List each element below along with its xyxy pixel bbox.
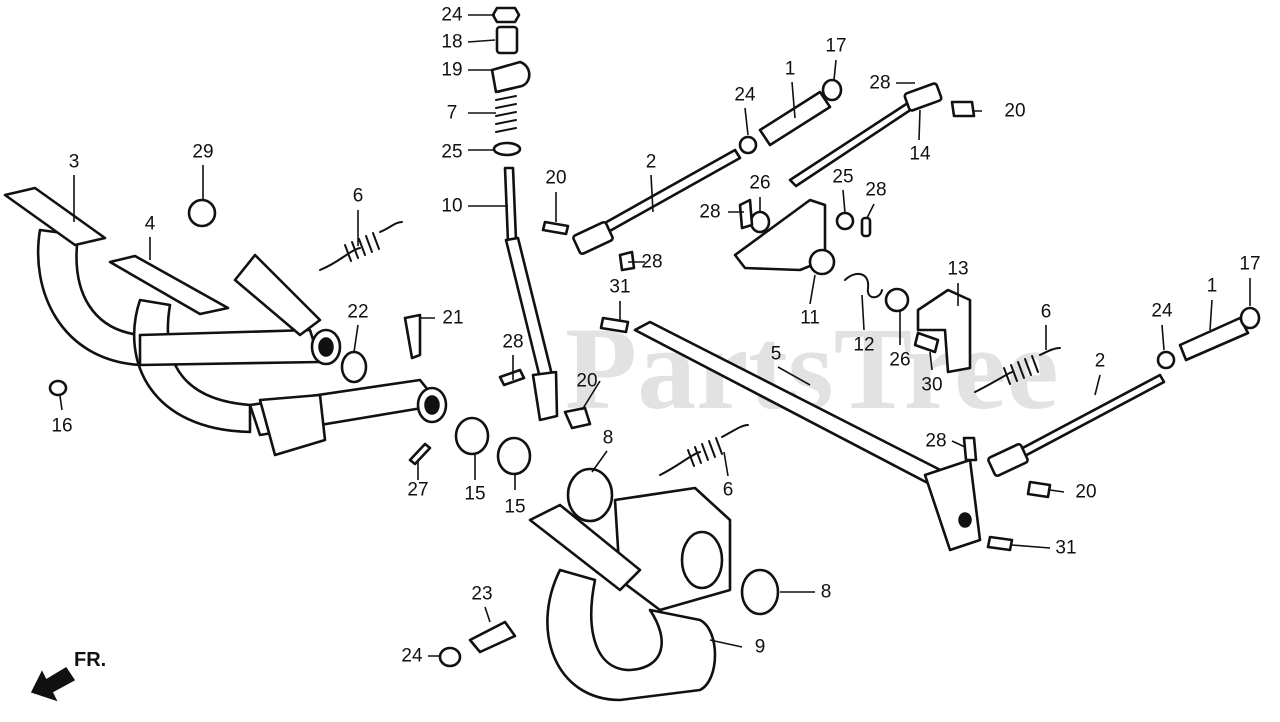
main-shaft	[633, 320, 982, 552]
callout-labels: 24 18 19 7 25 10 3 29 4 6 22 21 16 28 27…	[51, 5, 1260, 667]
callout-16: 16	[51, 416, 72, 437]
upper-rods	[572, 78, 1261, 477]
callout-28: 28	[502, 332, 523, 353]
callout-15: 15	[464, 484, 485, 505]
clutch-pedal-pad	[108, 254, 230, 316]
callout-20: 20	[545, 168, 566, 189]
springs	[319, 221, 1061, 476]
callout-9: 9	[755, 637, 766, 658]
callout-24: 24	[734, 85, 756, 106]
callout-2: 2	[646, 152, 657, 173]
front-arrow-icon	[30, 666, 76, 702]
callout-13: 13	[947, 259, 968, 280]
front-direction-indicator: FR.	[30, 649, 106, 702]
callout-25: 25	[441, 142, 462, 163]
callout-30: 30	[921, 375, 942, 396]
callout-21: 21	[442, 308, 463, 329]
callout-1: 1	[785, 59, 796, 80]
callout-23: 23	[471, 584, 492, 605]
callout-27: 27	[407, 480, 428, 501]
callout-26: 26	[749, 173, 770, 194]
callout-31: 31	[609, 277, 630, 298]
callout-8: 8	[603, 428, 614, 449]
callout-18: 18	[441, 32, 462, 53]
callout-24: 24	[1151, 301, 1173, 322]
brake-pedal-pad	[3, 186, 107, 247]
callout-3: 3	[69, 152, 80, 173]
callout-20: 20	[1075, 482, 1096, 503]
callout-26: 26	[889, 350, 910, 371]
callout-11: 11	[800, 308, 820, 329]
callout-17: 17	[1239, 254, 1260, 275]
callout-24: 24	[401, 646, 423, 667]
callout-20: 20	[1004, 101, 1025, 122]
callout-2: 2	[1095, 351, 1106, 372]
callout-28: 28	[869, 73, 890, 94]
callout-25: 25	[832, 167, 853, 188]
front-label: FR.	[74, 649, 106, 671]
callout-12: 12	[853, 335, 874, 356]
callout-8: 8	[821, 582, 832, 603]
leader-lines	[59, 14, 1251, 657]
callout-14: 14	[909, 144, 931, 165]
callout-28: 28	[641, 252, 662, 273]
callout-17: 17	[825, 36, 846, 57]
callout-29: 29	[192, 142, 213, 163]
small-parts	[48, 198, 1052, 668]
callout-10: 10	[441, 196, 462, 217]
callout-28: 28	[925, 431, 946, 452]
callout-5: 5	[771, 344, 782, 365]
callout-20: 20	[576, 371, 597, 392]
callout-6: 6	[723, 480, 734, 501]
callout-22: 22	[347, 302, 368, 323]
callout-31: 31	[1055, 538, 1076, 559]
callout-19: 19	[441, 60, 462, 81]
control-rod-stack	[490, 6, 592, 430]
callout-6: 6	[1041, 302, 1052, 323]
callout-15: 15	[504, 497, 525, 518]
callout-1: 1	[1207, 276, 1218, 297]
pedal-housing	[528, 467, 780, 702]
callout-28: 28	[865, 180, 886, 201]
callout-7: 7	[447, 103, 458, 124]
callout-24: 24	[441, 5, 463, 26]
callout-4: 4	[145, 214, 156, 235]
callout-28: 28	[699, 202, 720, 223]
pedal-assembly	[3, 186, 448, 457]
lever-and-bracket	[733, 198, 972, 374]
callout-6: 6	[353, 186, 364, 207]
